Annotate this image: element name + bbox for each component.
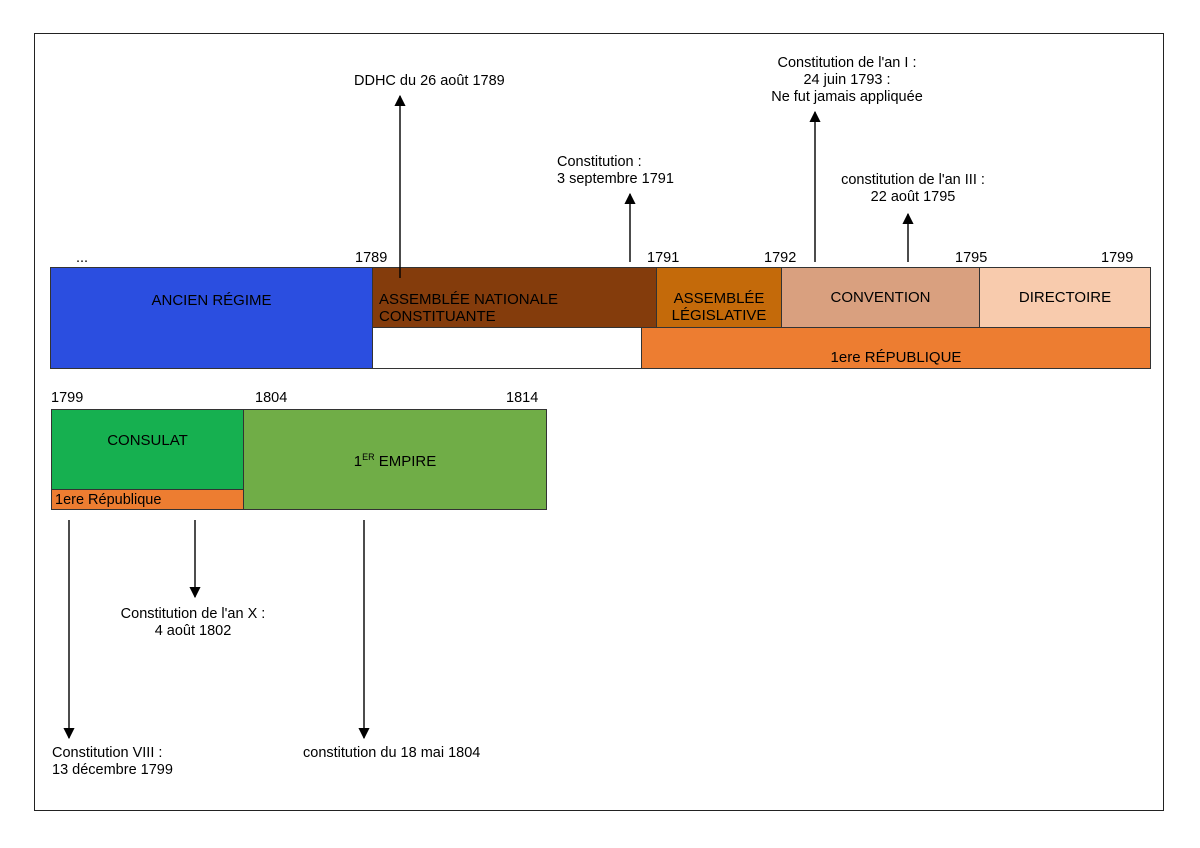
period-premier-empire-label: 1ER EMPIRE bbox=[354, 449, 437, 470]
event-constitution-1791-line-2: 3 septembre 1791 bbox=[557, 171, 674, 187]
event-constitution-1791-line-1: Constitution : bbox=[557, 154, 642, 170]
event-constitution-an-8: Constitution VIII : 13 décembre 1799 bbox=[52, 745, 173, 779]
event-constitution-an-8-line-2: 13 décembre 1799 bbox=[52, 762, 173, 778]
period-assemblee-constituante: ASSEMBLÉE NATIONALE CONSTITUANTE bbox=[372, 267, 657, 328]
event-constitution-an-8-line-1: Constitution VIII : bbox=[52, 745, 163, 761]
event-constitution-an-10-line-2: 4 août 1802 bbox=[154, 623, 232, 639]
event-constitution-an-3-line-1: constitution de l'an III : bbox=[841, 172, 985, 188]
event-constitution-1804: constitution du 18 mai 1804 bbox=[303, 745, 481, 761]
period-convention-label: CONVENTION bbox=[830, 289, 931, 306]
year-1804: 1804 bbox=[255, 390, 288, 406]
event-constitution-an-3: constitution de l'an III : 22 août 1795 bbox=[818, 172, 1008, 206]
year-1799-second: 1799 bbox=[51, 390, 84, 406]
period-ancien-regime-label: ANCIEN RÉGIME bbox=[151, 291, 272, 309]
event-constitution-an-10: Constitution de l'an X : 4 août 1802 bbox=[95, 606, 291, 640]
period-consulat-republique-label: 1ere République bbox=[55, 492, 162, 508]
period-consulat-label: CONSULAT bbox=[107, 432, 188, 449]
year-1814: 1814 bbox=[506, 390, 539, 406]
year-1791: 1791 bbox=[647, 250, 680, 266]
period-constituante-label-1: ASSEMBLÉE NATIONALE bbox=[379, 291, 558, 308]
regime-premiere-republique-label: 1ere RÉPUBLIQUE bbox=[830, 348, 962, 366]
period-directoire-label: DIRECTOIRE bbox=[1018, 289, 1112, 306]
year-ellipsis: ... bbox=[76, 250, 89, 266]
year-1789: 1789 bbox=[355, 250, 388, 266]
event-constitution-an-1: Constitution de l'an I : 24 juin 1793 : … bbox=[752, 55, 942, 106]
period-constituante-blank bbox=[372, 327, 642, 369]
regime-premiere-republique: 1ere RÉPUBLIQUE bbox=[641, 327, 1151, 369]
event-ddhc: DDHC du 26 août 1789 bbox=[354, 73, 505, 89]
event-constitution-an-1-line-1: Constitution de l'an I : bbox=[777, 55, 917, 71]
event-constitution-an-3-line-2: 22 août 1795 bbox=[870, 189, 956, 205]
period-consulat-republique: 1ere République bbox=[51, 489, 244, 510]
event-constitution-an-1-line-3: Ne fut jamais appliquée bbox=[771, 89, 923, 105]
period-legislative-label-1: ASSEMBLÉE bbox=[673, 289, 765, 307]
period-premier-empire: 1ER EMPIRE bbox=[243, 409, 547, 510]
event-constitution-an-1-line-2: 24 juin 1793 : bbox=[803, 72, 891, 88]
period-ancien-regime: ANCIEN RÉGIME bbox=[50, 267, 373, 369]
event-constitution-1791: Constitution : 3 septembre 1791 bbox=[557, 154, 674, 188]
year-1799: 1799 bbox=[1101, 250, 1134, 266]
event-constitution-an-10-line-1: Constitution de l'an X : bbox=[120, 606, 266, 622]
period-constituante-label-2: CONSTITUANTE bbox=[379, 308, 496, 325]
diagram-frame bbox=[34, 33, 1164, 811]
period-legislative-label-2: LÉGISLATIVE bbox=[671, 306, 767, 324]
period-empire-suffix: EMPIRE bbox=[374, 453, 437, 470]
period-empire-superscript: ER bbox=[362, 452, 375, 462]
year-1795: 1795 bbox=[955, 250, 988, 266]
period-assemblee-legislative: ASSEMBLÉE LÉGISLATIVE bbox=[656, 267, 782, 328]
year-1792: 1792 bbox=[764, 250, 797, 266]
period-empire-prefix: 1 bbox=[353, 453, 363, 470]
